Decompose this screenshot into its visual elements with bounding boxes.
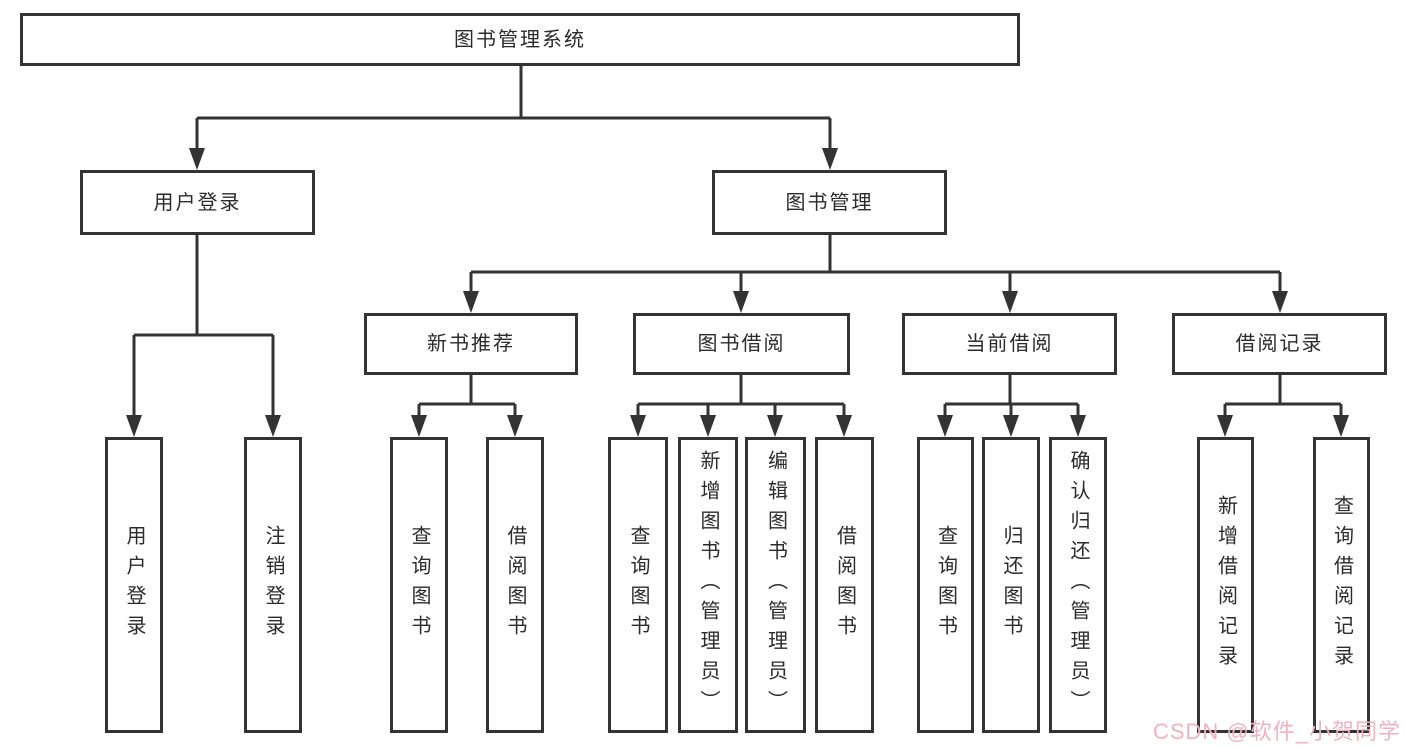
csdn-watermark: CSDN @软件_小贺同学 [1152, 719, 1401, 744]
node-book-management: 图书管理 [712, 170, 947, 235]
node-user-login: 用户登录 [80, 170, 315, 235]
leaf-confirm-return-admin: 确认归还（管理员） [1049, 437, 1107, 733]
node-borrow-records: 借阅记录 [1172, 313, 1387, 375]
node-new-book-recommend: 新书推荐 [364, 313, 578, 375]
leaf-user-login: 用户登录 [105, 437, 163, 733]
leaf-query-books: 查询图书 [917, 437, 974, 733]
leaf-add-borrow-record: 新增借阅记录 [1197, 437, 1254, 733]
leaf-edit-books-admin: 编辑图书（管理员） [745, 437, 806, 733]
leaf-logout: 注销登录 [244, 437, 302, 733]
leaf-query-borrow-record: 查询借阅记录 [1313, 437, 1370, 733]
leaf-add-books-admin: 新增图书（管理员） [678, 437, 738, 733]
node-current-borrow: 当前借阅 [902, 313, 1117, 375]
node-book-borrow: 图书借阅 [633, 313, 850, 375]
leaf-borrow-books: 借阅图书 [815, 437, 874, 733]
leaf-return-books: 归还图书 [982, 437, 1040, 733]
node-library-management-system: 图书管理系统 [20, 13, 1020, 66]
leaf-query-books: 查询图书 [390, 437, 448, 733]
leaf-query-books: 查询图书 [608, 437, 668, 733]
leaf-borrow-books: 借阅图书 [486, 437, 544, 733]
